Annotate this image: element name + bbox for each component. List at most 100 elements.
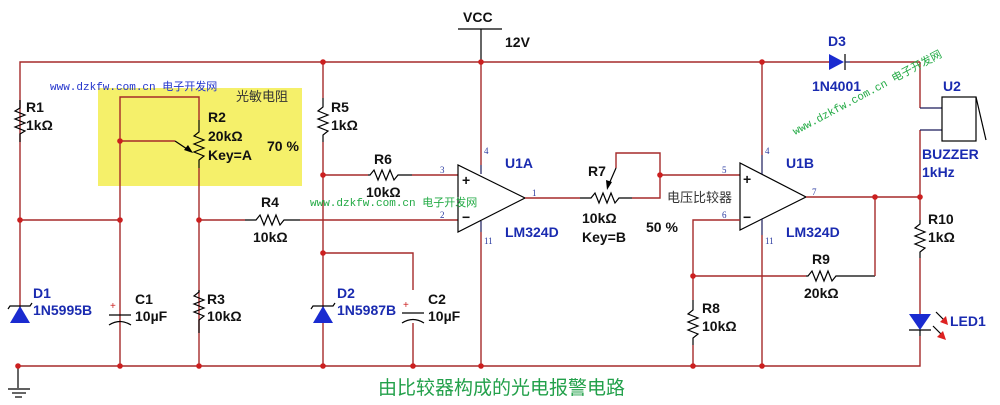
junction-dot bbox=[17, 217, 23, 223]
d1-cathode-bar bbox=[7, 302, 33, 310]
u2-buzzer-horn bbox=[975, 96, 987, 141]
c1-name: C1 bbox=[135, 291, 153, 307]
junction-dot bbox=[320, 172, 326, 178]
u1b-pin-5: 5 bbox=[722, 165, 727, 175]
r10-resistor-icon bbox=[913, 220, 927, 258]
c2-plus: + bbox=[403, 300, 409, 311]
u1a-opamp-icon bbox=[457, 164, 527, 233]
top-rail-wire bbox=[19, 61, 810, 320]
c1-value: 10µF bbox=[135, 308, 168, 324]
r7-wiper-arrow-icon bbox=[606, 180, 612, 190]
photoresistor-annotation: 光敏电阻 bbox=[236, 90, 288, 105]
r2-name: R2 bbox=[208, 109, 226, 125]
junction-dots bbox=[15, 59, 923, 369]
junction-dot bbox=[478, 59, 484, 65]
led1-name: LED1 bbox=[950, 313, 986, 329]
led1-light-ray-2 bbox=[932, 325, 942, 335]
junction-dot bbox=[872, 194, 878, 200]
u1a-pin-3: 3 bbox=[440, 165, 445, 175]
u2-name: U2 bbox=[943, 78, 961, 94]
u2-buzzer-icon bbox=[941, 96, 977, 142]
u2-part: BUZZER bbox=[922, 146, 979, 162]
c1-plus: + bbox=[110, 301, 116, 312]
led1-arrow-icon-1 bbox=[940, 316, 948, 325]
u1b-name: U1B bbox=[786, 155, 814, 171]
junction-dot bbox=[690, 273, 696, 279]
r8-value: 10kΩ bbox=[702, 318, 737, 334]
c2-name: C2 bbox=[428, 291, 446, 307]
d2-zener-icon bbox=[313, 306, 333, 323]
c1-capacitor-icon bbox=[108, 320, 132, 326]
u1b-part: LM324D bbox=[786, 224, 840, 240]
vcc-label: VCC bbox=[463, 9, 493, 25]
r8-name: R8 bbox=[702, 300, 720, 316]
led1-light-ray-1 bbox=[935, 311, 945, 321]
r2-resistor-icon bbox=[192, 120, 206, 168]
r5-name: R5 bbox=[331, 99, 349, 115]
d2-name: D2 bbox=[337, 285, 355, 301]
junction-dot bbox=[196, 217, 202, 223]
d2-cathode-bar bbox=[310, 302, 336, 310]
r5-resistor-icon bbox=[316, 98, 330, 142]
r7-resistor-icon bbox=[580, 191, 632, 205]
r6-value: 10kΩ bbox=[366, 184, 401, 200]
r1-name: R1 bbox=[26, 99, 44, 115]
junction-dot bbox=[320, 59, 326, 65]
r2-loop-wire bbox=[119, 96, 200, 366]
junction-dot bbox=[759, 59, 765, 65]
d2-part: 1N5987B bbox=[337, 302, 396, 318]
u1b-plus: + bbox=[743, 171, 751, 187]
r4-name: R4 bbox=[261, 194, 279, 210]
d1-zener-icon bbox=[10, 306, 30, 323]
junction-dot bbox=[15, 363, 21, 369]
r3-value: 10kΩ bbox=[207, 308, 242, 324]
d3-diode-icon bbox=[829, 54, 844, 70]
r7-key: Key=B bbox=[582, 229, 626, 245]
watermark-middle: www.dzkfw.com.cn 电子开发网 bbox=[310, 195, 477, 210]
r7-wiper-loop bbox=[615, 152, 661, 199]
u1a-pin-4: 4 bbox=[484, 146, 489, 156]
c2-wire bbox=[323, 252, 414, 290]
junction-dot bbox=[320, 250, 326, 256]
watermark-top-left: www.dzkfw.com.cn 电子开发网 bbox=[50, 79, 217, 94]
junction-dot bbox=[117, 138, 123, 144]
junction-dot bbox=[320, 363, 326, 369]
c2-value: 10µF bbox=[428, 308, 461, 324]
r7-setting: 50 % bbox=[646, 219, 678, 235]
ground-rail-wire bbox=[18, 336, 921, 367]
r2-key: Key=A bbox=[208, 147, 252, 163]
u1b-pin-6: 6 bbox=[722, 210, 727, 220]
r5-value: 1kΩ bbox=[331, 117, 358, 133]
junction-dot bbox=[478, 363, 484, 369]
r1-resistor-icon bbox=[13, 100, 27, 142]
led1-diode-icon bbox=[909, 314, 931, 330]
u1a-part: LM324D bbox=[505, 224, 559, 240]
u1a-plus: + bbox=[462, 172, 470, 188]
comparator-annotation: 电压比较器 bbox=[667, 191, 732, 206]
u1b-pin-11: 11 bbox=[765, 236, 774, 246]
r3-name: R3 bbox=[207, 291, 225, 307]
d1-name: D1 bbox=[33, 285, 51, 301]
junction-dot bbox=[759, 363, 765, 369]
d3-part: 1N4001 bbox=[812, 78, 861, 94]
d1-part: 1N5995B bbox=[33, 302, 92, 318]
r9-name: R9 bbox=[812, 251, 830, 267]
r4-value: 10kΩ bbox=[253, 229, 288, 245]
junction-dot bbox=[657, 172, 663, 178]
u1a-minus: − bbox=[462, 209, 470, 225]
u1a-name: U1A bbox=[505, 155, 533, 171]
r6-name: R6 bbox=[374, 151, 392, 167]
u1a-pin-1: 1 bbox=[532, 188, 537, 198]
junction-dot bbox=[917, 194, 923, 200]
photoresistor-highlight bbox=[98, 88, 302, 186]
u2-freq: 1kHz bbox=[922, 164, 955, 180]
r2-setting: 70 % bbox=[267, 138, 299, 154]
junction-dot bbox=[196, 363, 202, 369]
r4-resistor-icon bbox=[245, 213, 300, 227]
r7-wiper-line bbox=[608, 167, 617, 185]
diagram-title: 由比较器构成的光电报警电路 bbox=[378, 377, 625, 399]
r6-resistor-icon bbox=[368, 168, 412, 182]
u1b-opamp-icon bbox=[739, 162, 808, 231]
junction-dot bbox=[690, 363, 696, 369]
